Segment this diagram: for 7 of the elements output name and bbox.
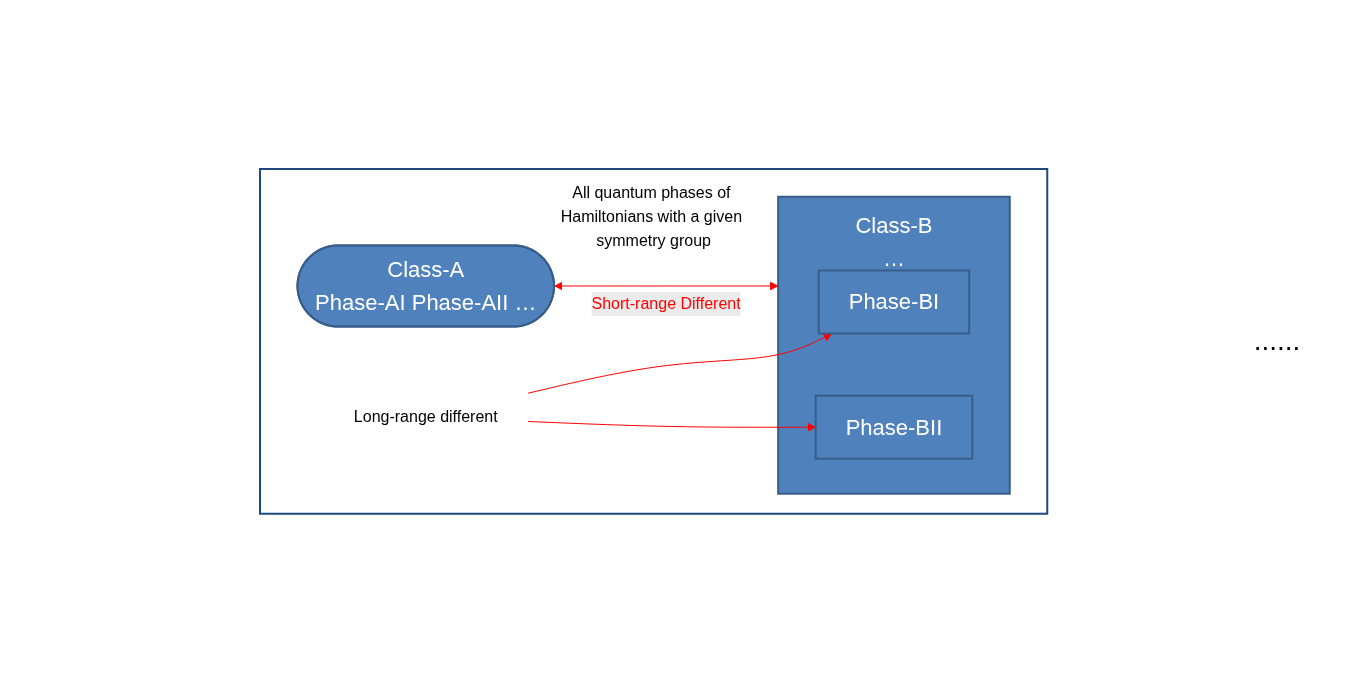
edge-label: Short-range Different bbox=[591, 294, 741, 312]
node-box: Phase-BII bbox=[814, 394, 974, 460]
node-box: Phase-BI bbox=[817, 269, 971, 335]
arrow bbox=[554, 281, 779, 290]
node-text: Long-range different bbox=[353, 407, 498, 425]
ellipsis-label: ...... bbox=[1253, 325, 1301, 357]
arrow bbox=[527, 332, 833, 394]
